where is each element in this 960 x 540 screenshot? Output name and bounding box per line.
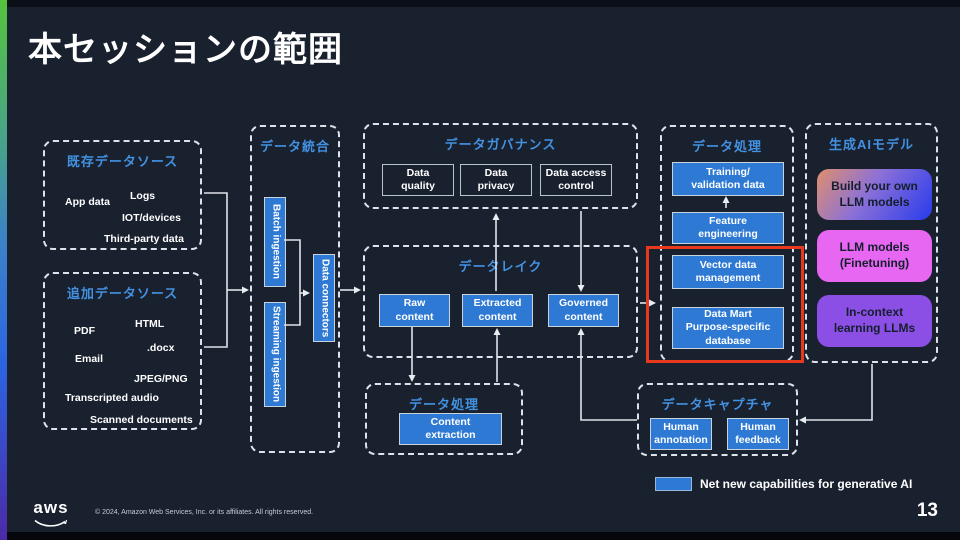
box-vector-data-management: Vector data management <box>672 255 784 289</box>
item-transcripted-audio: Transcripted audio <box>65 392 159 404</box>
group-title-data-capture: データキャプチャ <box>661 397 774 412</box>
group-title-data-governance: データガバナンス <box>444 137 557 152</box>
item-pdf: PDF <box>74 325 95 337</box>
box-content-extraction: Content extraction <box>399 413 502 445</box>
item-email: Email <box>75 353 104 365</box>
box-data-quality: Data quality <box>382 164 454 196</box>
gradient-edge-strip <box>0 0 7 540</box>
group-title-data-integration: データ統合 <box>259 139 330 154</box>
aws-smile-icon <box>34 519 68 527</box>
page-title: 本セッションの範囲 <box>28 31 343 69</box>
red-highlight-rectangle <box>646 246 804 363</box>
box-streaming-ingestion: Streaming ingestion <box>264 302 286 407</box>
legend: Net new capabilities for generative AI <box>655 477 912 491</box>
box-data-access-control: Data access control <box>540 164 612 196</box>
group-title-data-processing-ai: データ処理 <box>691 139 762 154</box>
group-data-lake: データレイク Raw content Extracted content Gov… <box>363 245 638 358</box>
item-iot-devices: IOT/devices <box>122 212 181 224</box>
box-human-annotation: Human annotation <box>650 418 712 450</box>
item-html: HTML <box>135 318 165 330</box>
group-additional-data-sources: 追加データソース PDF HTML .docx Email JPEG/PNG T… <box>43 272 202 430</box>
group-title-data-lake: データレイク <box>458 259 543 274</box>
copyright-text: © 2024, Amazon Web Services, Inc. or its… <box>95 509 314 516</box>
group-data-processing-lake: データ処理 Content extraction <box>365 383 523 455</box>
item-docx: .docx <box>147 342 175 354</box>
group-data-capture: データキャプチャ Human annotation Human feedback <box>637 383 798 456</box>
group-genai-models: 生成AIモデル Build your own LLM models LLM mo… <box>805 123 938 363</box>
box-raw-content: Raw content <box>379 294 450 327</box>
box-governed-content: Governed content <box>548 294 619 327</box>
top-bar <box>0 0 960 7</box>
box-build-your-own-llm: Build your own LLM models <box>817 169 932 220</box>
box-extracted-content: Extracted content <box>462 294 533 327</box>
item-third-party-data: Third-party data <box>104 233 184 245</box>
box-data-mart: Data Mart Purpose-specific database <box>672 307 784 349</box>
item-app-data: App data <box>65 196 110 208</box>
item-scanned-documents: Scanned documents <box>90 414 193 426</box>
group-title-genai-models: 生成AIモデル <box>828 137 914 152</box>
bottom-bar <box>0 532 960 540</box>
page-number: 13 <box>916 500 938 521</box>
item-jpeg-png: JPEG/PNG <box>134 373 188 385</box>
box-data-privacy: Data privacy <box>460 164 532 196</box>
legend-label: Net new capabilities for generative AI <box>700 477 913 491</box>
aws-logo: aws <box>33 499 69 534</box>
group-data-governance: データガバナンス Data quality Data privacy Data … <box>363 123 638 209</box>
box-incontext-llms: In-context learning LLMs <box>817 295 932 347</box>
box-llm-finetuning: LLM models (Finetuning) <box>817 230 932 282</box>
group-title-additional-sources: 追加データソース <box>66 286 179 301</box>
group-title-data-processing-lake: データ処理 <box>408 397 479 412</box>
box-human-feedback: Human feedback <box>727 418 789 450</box>
box-batch-ingestion: Batch ingestion <box>264 197 286 287</box>
box-training-validation-data: Training/ validation data <box>672 162 784 196</box>
group-data-integration: データ統合 Batch ingestion Streaming ingestio… <box>250 125 340 453</box>
aws-logo-text: aws <box>33 498 69 517</box>
item-logs: Logs <box>130 190 156 202</box>
box-feature-engineering: Feature engineering <box>672 212 784 244</box>
legend-color-swatch <box>655 477 692 491</box>
group-title-existing-sources: 既存データソース <box>66 154 179 169</box>
group-existing-data-sources: 既存データソース App data Logs IOT/devices Third… <box>43 140 202 250</box>
box-data-connectors: Data connectors <box>313 254 335 342</box>
